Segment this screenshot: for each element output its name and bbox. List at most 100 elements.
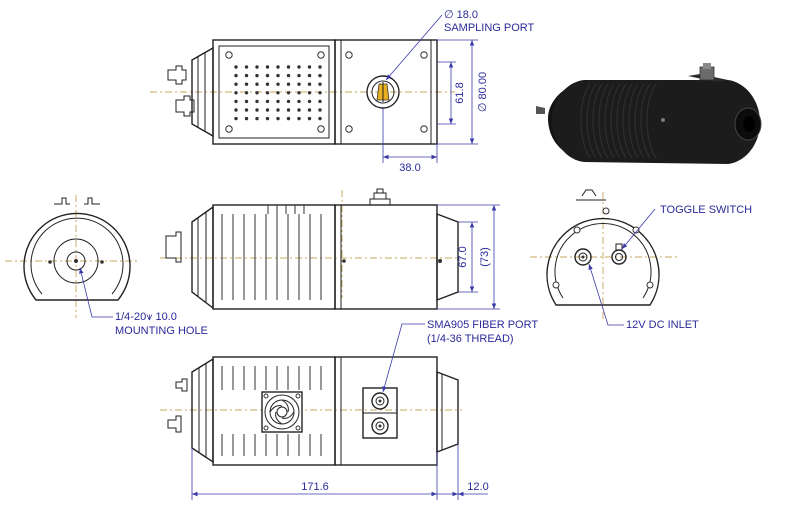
vent-hole	[234, 82, 238, 86]
vent-hole	[297, 91, 301, 95]
sampling-port	[366, 75, 400, 109]
vent-hole	[265, 73, 270, 78]
photo-fin-ridge	[640, 83, 651, 159]
vent-hole	[265, 91, 270, 95]
vent-hole	[307, 73, 312, 78]
vent-hole	[297, 73, 301, 78]
vent-hole	[318, 116, 322, 121]
vent-hole	[244, 65, 249, 69]
sampling-port-diameter-label: ∅ 18.0	[444, 9, 478, 21]
vent-hole	[255, 82, 259, 86]
product-photo	[536, 63, 762, 164]
vent-hole	[318, 65, 322, 69]
vent-hole	[265, 82, 270, 86]
top-view	[150, 39, 455, 145]
vent-hole	[265, 65, 270, 69]
vent-hole	[307, 99, 312, 104]
vent-hole	[307, 108, 312, 112]
dim-body-length: 171.6	[301, 481, 329, 493]
vent-hole	[244, 91, 249, 95]
sampling-port-label: SAMPLING PORT	[444, 22, 535, 34]
dim-body-diameter: ∅ 80.00	[477, 72, 489, 112]
vent-hole	[255, 99, 259, 104]
photo-fin-ridge	[580, 83, 591, 159]
vent-hole	[276, 65, 280, 69]
vent-hole	[318, 99, 322, 104]
vent-hole	[297, 99, 301, 104]
bottom-view	[160, 356, 462, 466]
vent-hole	[286, 116, 291, 121]
vent-hole	[286, 65, 291, 69]
cooling-fan	[261, 391, 303, 433]
vent-hole	[244, 73, 249, 78]
fiber-thread-label: (1/4-36 THREAD)	[427, 333, 514, 345]
vent-hole	[286, 108, 291, 112]
fiber-port-label: SMA905 FIBER PORT	[427, 319, 538, 331]
dim-overall-height: (73)	[479, 247, 491, 267]
vent-hole	[255, 73, 259, 78]
photo-fin-ridge	[634, 83, 645, 159]
vent-hole	[255, 116, 259, 121]
photo-fin-ridge	[604, 83, 615, 159]
vent-hole	[286, 73, 291, 78]
vent-hole	[318, 82, 322, 86]
vent-hole	[265, 116, 270, 121]
dc-inlet-label: 12V DC INLET	[626, 319, 699, 331]
back-view	[5, 195, 140, 318]
vent-hole	[276, 108, 280, 112]
vent-hole	[286, 91, 291, 95]
side-view	[160, 188, 462, 310]
mounting-hole-spec-label: 1/4-20⩛ 10.0	[115, 311, 177, 323]
vent-hole	[276, 116, 280, 121]
vent-hole	[297, 82, 301, 86]
text-labels: ∅ 18.0 SAMPLING PORT TOGGLE SWITCH 1/4-2…	[115, 9, 752, 493]
vent-hole	[234, 65, 238, 69]
vent-hole	[234, 73, 238, 78]
callout-leaders	[79, 14, 656, 393]
toggle-switch-label: TOGGLE SWITCH	[660, 204, 752, 216]
vent-hole	[297, 108, 301, 112]
vent-hole	[234, 99, 238, 104]
vent-hole	[276, 82, 280, 86]
front-view	[530, 189, 680, 322]
photo-fin-ridge	[622, 83, 633, 159]
top-view-screws	[225, 51, 428, 133]
vent-hole	[307, 82, 312, 86]
vent-hole	[276, 99, 280, 104]
vent-hole	[244, 108, 249, 112]
vent-hole	[234, 108, 238, 112]
dim-port-height: 61.8	[454, 82, 466, 103]
photo-fin-ridges	[580, 83, 657, 159]
vent-hole	[265, 99, 270, 104]
vent-hole	[297, 65, 301, 69]
photo-fin-ridge	[598, 83, 609, 159]
side-heatsink-fins	[221, 205, 322, 300]
vent-hole	[244, 82, 249, 86]
vent-hole	[255, 65, 259, 69]
vent-hole	[265, 108, 270, 112]
photo-fin-ridge	[592, 83, 603, 159]
photo-fin-ridge	[610, 83, 621, 159]
vent-hole	[286, 99, 291, 104]
vent-hole	[276, 91, 280, 95]
vent-hole	[255, 91, 259, 95]
vent-hole-grid	[234, 65, 322, 121]
photo-fin-ridge	[646, 83, 657, 159]
fiber-port-block	[362, 387, 398, 439]
bottom-heatsink-fins	[221, 366, 322, 456]
vent-hole	[318, 108, 322, 112]
vent-hole	[297, 116, 301, 121]
vent-hole	[307, 116, 312, 121]
vent-hole	[318, 91, 322, 95]
vent-hole	[255, 108, 259, 112]
vent-hole	[234, 91, 238, 95]
mounting-hole-label: MOUNTING HOLE	[115, 325, 208, 337]
dim-front-length: 12.0	[467, 481, 488, 493]
vent-hole	[244, 99, 249, 104]
dimension-lines	[191, 39, 500, 500]
dim-port-offset: 38.0	[399, 162, 420, 174]
dim-body-height: 67.0	[457, 246, 469, 267]
photo-fin-ridge	[628, 83, 639, 159]
vent-hole	[244, 116, 249, 121]
vent-hole	[318, 73, 322, 78]
